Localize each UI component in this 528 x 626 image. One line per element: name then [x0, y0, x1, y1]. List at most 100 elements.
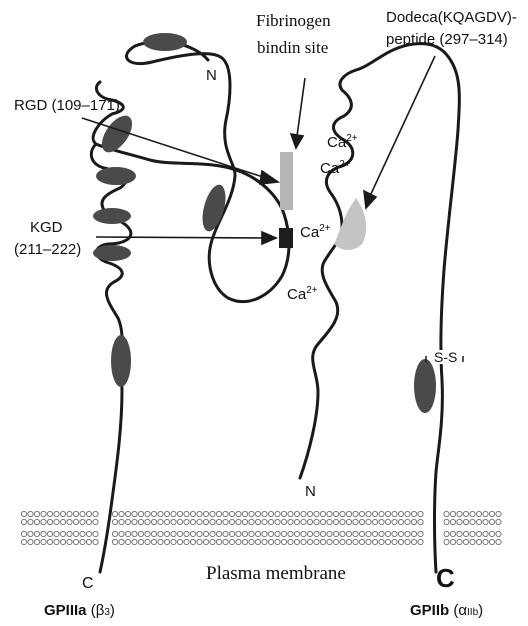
lipid-head: [210, 519, 215, 524]
lipid-head: [73, 531, 78, 536]
lipid-head: [457, 519, 462, 524]
lipid-head: [275, 519, 280, 524]
lipid-head: [294, 531, 299, 536]
lipid-head: [398, 539, 403, 544]
lipid-head: [197, 511, 202, 516]
lipid-head: [281, 519, 286, 524]
lipid-head: [385, 519, 390, 524]
lipid-head: [242, 519, 247, 524]
lipid-head: [327, 539, 332, 544]
lipid-head: [138, 519, 143, 524]
lipid-head: [333, 511, 338, 516]
lipid-head: [145, 539, 150, 544]
lipid-head: [307, 531, 312, 536]
lipid-head: [353, 531, 358, 536]
lipid-head: [411, 539, 416, 544]
lipid-head: [67, 531, 72, 536]
lipid-head: [457, 539, 462, 544]
lipid-head: [28, 511, 33, 516]
gp3a-domain-oval: [96, 167, 136, 185]
kgd-label-line1: KGD: [30, 219, 63, 236]
lipid-head: [366, 519, 371, 524]
lipid-head: [112, 539, 117, 544]
lipid-head: [392, 511, 397, 516]
lipid-head: [327, 519, 332, 524]
lipid-head: [470, 539, 475, 544]
lipid-head: [320, 539, 325, 544]
lipid-head: [476, 531, 481, 536]
lipid-head: [249, 531, 254, 536]
lipid-head: [275, 531, 280, 536]
lipid-head: [190, 539, 195, 544]
lipid-head: [125, 539, 130, 544]
lipid-head: [223, 511, 228, 516]
disulfide-label: S-S: [434, 349, 457, 365]
lipid-head: [457, 531, 462, 536]
lipid-head: [216, 531, 221, 536]
lipid-head: [275, 539, 280, 544]
lipid-head: [450, 539, 455, 544]
lipid-head: [346, 531, 351, 536]
lipid-head: [112, 531, 117, 536]
lipid-head: [184, 519, 189, 524]
lipid-head: [496, 531, 501, 536]
lipid-head: [255, 511, 260, 516]
lipid-head: [34, 531, 39, 536]
lipid-head: [47, 519, 52, 524]
lipid-head: [119, 511, 124, 516]
gp3a-domain-oval: [143, 33, 187, 51]
gp3a-domain-oval: [93, 245, 131, 261]
lipid-head: [190, 531, 195, 536]
lipid-head: [21, 531, 26, 536]
lipid-head: [138, 531, 143, 536]
lipid-head: [54, 539, 59, 544]
lipid-head: [255, 519, 260, 524]
lipid-head: [281, 511, 286, 516]
lipid-head: [372, 519, 377, 524]
calcium-label: Ca2+: [287, 286, 318, 302]
lipid-head: [411, 531, 416, 536]
lipid-head: [184, 511, 189, 516]
rgd-label: RGD (109–171): [14, 97, 120, 114]
lipid-head: [80, 539, 85, 544]
lipid-head: [301, 519, 306, 524]
lipid-head: [125, 531, 130, 536]
lipid-head: [353, 511, 358, 516]
rgd-site-box: [280, 152, 293, 210]
lipid-head: [314, 519, 319, 524]
lipid-head: [171, 519, 176, 524]
lipid-head: [327, 511, 332, 516]
lipid-head: [132, 531, 137, 536]
lipid-head: [288, 531, 293, 536]
lipid-head: [418, 519, 423, 524]
lipid-head: [476, 511, 481, 516]
lipid-head: [379, 511, 384, 516]
lipid-head: [41, 519, 46, 524]
lipid-head: [489, 531, 494, 536]
lipid-head: [145, 519, 150, 524]
lipid-head: [359, 511, 364, 516]
lipid-head: [385, 539, 390, 544]
lipid-head: [379, 531, 384, 536]
gp3a-domain-oval: [93, 208, 131, 224]
lipid-head: [301, 531, 306, 536]
gp2b-name: GPIIb: [410, 602, 449, 619]
lipid-head: [385, 511, 390, 516]
lipid-head: [216, 511, 221, 516]
lipid-head: [385, 531, 390, 536]
lipid-head: [444, 531, 449, 536]
lipid-head: [60, 519, 65, 524]
lipid-head: [73, 511, 78, 516]
lipid-head: [41, 539, 46, 544]
gp2b-subunit-sub: IIb: [467, 607, 478, 618]
lipid-head: [340, 531, 345, 536]
lipid-head: [359, 519, 364, 524]
lipid-head: [171, 511, 176, 516]
lipid-head: [483, 531, 488, 536]
lipid-head: [294, 539, 299, 544]
lipid-head: [249, 519, 254, 524]
lipid-head: [496, 511, 501, 516]
gp3a-subunit-open: (β: [91, 602, 105, 619]
lipid-head: [372, 539, 377, 544]
lipid-head: [119, 519, 124, 524]
